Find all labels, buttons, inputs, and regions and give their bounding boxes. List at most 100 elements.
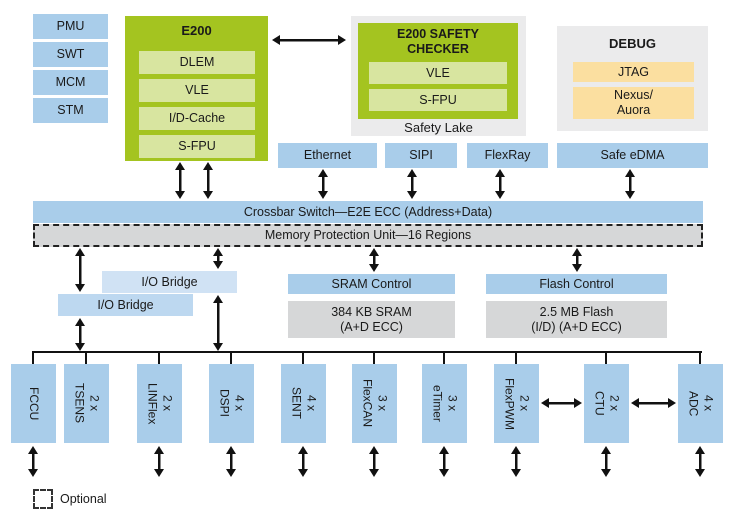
safety-lake-caption: Safety Lake [404, 119, 473, 135]
arrow-e200-safety-checker [272, 35, 346, 45]
block-flash: 2.5 MB Flash (I/D) (A+D ECC) [486, 301, 667, 338]
optional-legend-label: Optional [60, 491, 107, 506]
fccu-label: FCCU [27, 386, 41, 421]
memory-protection-unit-bar: Memory Protection Unit—16 Regions [33, 224, 703, 247]
arrow-dspi-external [226, 446, 236, 477]
block-sfpu: S-FPU [139, 135, 255, 158]
block-sipi: SIPI [385, 143, 457, 168]
block-dlem: DLEM [139, 51, 255, 74]
bus-stub [230, 352, 232, 364]
block-checker-vle: VLE [369, 62, 507, 84]
flash-control-label: Flash Control [539, 276, 614, 291]
block-mcm: MCM [33, 70, 108, 95]
arrow-sipi-crossbar [407, 169, 417, 199]
id-cache-label: I/D-Cache [168, 111, 226, 125]
arrow-etimer-external [439, 446, 449, 477]
crossbar-label: Crossbar Switch—E2E ECC (Address+Data) [243, 204, 493, 219]
block-ethernet: Ethernet [278, 143, 377, 168]
sram-size-label: 384 KB SRAM [331, 304, 412, 319]
block-sram: 384 KB SRAM (A+D ECC) [288, 301, 455, 338]
block-stm-label: STM [57, 103, 84, 117]
bus-stub [32, 352, 34, 364]
bus-stub [699, 352, 701, 364]
flash-ecc-label: (I/D) (A+D ECC) [531, 319, 622, 334]
bus-stub [302, 352, 304, 364]
sfpu-label: S-FPU [178, 139, 216, 153]
block-flexray: FlexRay [467, 143, 548, 168]
sipi-label: SIPI [409, 148, 433, 162]
arrow-mpu-flash-control [572, 248, 582, 272]
block-nexus-aurora: Nexus/ Auora [573, 87, 694, 119]
peripheral-fccu: FCCU [11, 364, 56, 443]
block-mcm-label: MCM [55, 75, 86, 89]
block-flash-control: Flash Control [486, 274, 667, 294]
arrow-mpu-io-bridge-upper [213, 248, 223, 269]
arrow-linflex-external [154, 446, 164, 477]
arrow-flexcan-external [369, 446, 379, 477]
e200-title: E200 [181, 22, 212, 38]
arrow-mpu-io-bridge-lower [75, 248, 85, 292]
block-pmu-label: PMU [56, 19, 85, 33]
block-swt: SWT [33, 42, 108, 67]
ethernet-label: Ethernet [303, 148, 352, 162]
arrow-safe-edma-crossbar [625, 169, 635, 199]
dlem-label: DLEM [179, 55, 215, 69]
debug-title: DEBUG [609, 35, 656, 51]
arrow-flexpwm-external [511, 446, 521, 477]
block-swt-label: SWT [56, 47, 85, 61]
arrow-ctu-adc [631, 398, 676, 408]
nexus-label-line1: Nexus/ [614, 88, 653, 102]
sram-ecc-label: (A+D ECC) [340, 319, 403, 334]
arrow-e200-crossbar-1 [175, 162, 185, 199]
arrow-flexpwm-ctu [541, 398, 582, 408]
block-safe-edma: Safe eDMA [557, 143, 708, 168]
arrow-io-bridge-upper-bus [213, 295, 223, 351]
block-id-cache: I/D-Cache [139, 107, 255, 130]
jtag-label: JTAG [617, 64, 650, 79]
flash-size-label: 2.5 MB Flash [539, 304, 614, 319]
arrow-fccu-external [28, 446, 38, 477]
block-checker-sfpu: S-FPU [369, 89, 507, 111]
block-stm: STM [33, 98, 108, 123]
block-jtag: JTAG [573, 62, 694, 82]
checker-vle-label: VLE [426, 65, 450, 80]
arrow-mpu-sram-control [369, 248, 379, 272]
checker-sfpu-label: S-FPU [419, 92, 457, 107]
optional-legend-swatch [33, 489, 53, 509]
arrow-ctu-external [601, 446, 611, 477]
sram-control-label: SRAM Control [331, 276, 412, 291]
arrow-flexray-crossbar [495, 169, 505, 199]
safe-edma-label: Safe eDMA [600, 148, 665, 162]
block-io-bridge-upper: I/O Bridge [102, 271, 237, 293]
bus-stub [515, 352, 517, 364]
block-vle: VLE [139, 79, 255, 102]
bus-stub [158, 352, 160, 364]
arrow-adc-external [695, 446, 705, 477]
nexus-label-line2: Auora [616, 103, 651, 117]
io-bridge-upper-label: I/O Bridge [141, 274, 198, 289]
crossbar-switch-bar: Crossbar Switch—E2E ECC (Address+Data) [33, 201, 703, 223]
arrow-sent-external [298, 446, 308, 477]
vle-label: VLE [185, 83, 209, 97]
block-pmu: PMU [33, 14, 108, 39]
safety-checker-title: E200 SAFETY CHECKER [397, 27, 479, 56]
block-sram-control: SRAM Control [288, 274, 455, 294]
bus-stub [373, 352, 375, 364]
